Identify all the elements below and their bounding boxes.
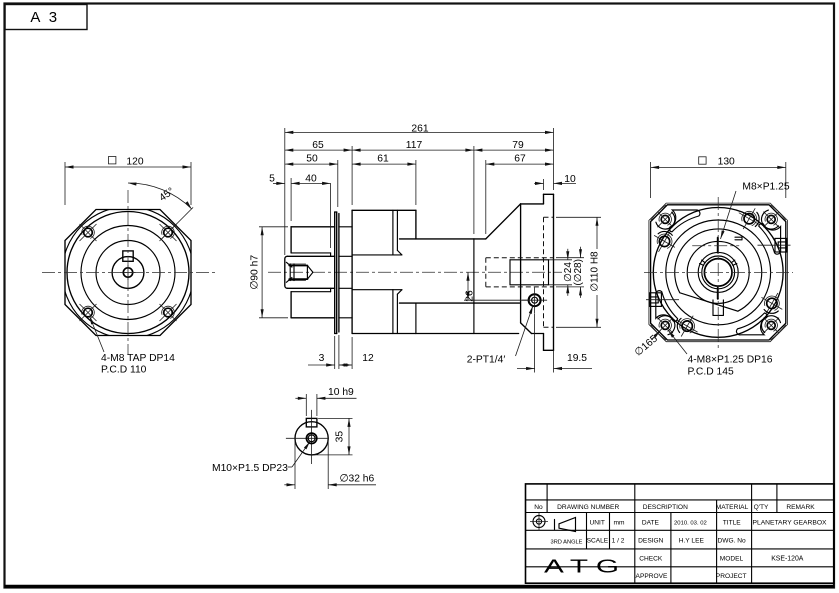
svg-text:120: 120 — [126, 156, 143, 167]
svg-text:KSE-120A: KSE-120A — [771, 555, 804, 562]
svg-text:3: 3 — [319, 353, 325, 364]
svg-text:DESIGN: DESIGN — [638, 537, 664, 544]
svg-text:No: No — [534, 504, 543, 511]
svg-text:65: 65 — [312, 140, 324, 151]
svg-text:19.5: 19.5 — [567, 353, 587, 364]
svg-text:H.Y LEE: H.Y LEE — [679, 537, 705, 544]
svg-text:117: 117 — [406, 140, 423, 151]
svg-text:1 / 2: 1 / 2 — [612, 537, 625, 544]
svg-text:DRAWING NUMBER: DRAWING NUMBER — [557, 504, 619, 511]
svg-text:261: 261 — [411, 123, 428, 134]
svg-text:APPROVE: APPROVE — [636, 573, 668, 580]
svg-text:A 3: A 3 — [30, 9, 59, 26]
svg-text:79: 79 — [512, 140, 524, 151]
svg-text:35: 35 — [335, 431, 346, 443]
svg-text:CHECK: CHECK — [639, 555, 663, 562]
svg-text:130: 130 — [718, 156, 735, 167]
svg-text:∅90 h7: ∅90 h7 — [250, 255, 261, 290]
svg-text:PROJECT: PROJECT — [716, 573, 747, 580]
svg-text:4-M8×P1.25 DP16: 4-M8×P1.25 DP16 — [688, 355, 773, 366]
svg-text:M10×P1.5 DP23: M10×P1.5 DP23 — [212, 463, 288, 474]
svg-text:50: 50 — [306, 154, 318, 165]
svg-text:DESCRIPTION: DESCRIPTION — [643, 504, 688, 511]
svg-text:M8×P1.25: M8×P1.25 — [742, 182, 789, 193]
svg-text:PLANETARY GEARBOX: PLANETARY GEARBOX — [753, 519, 827, 526]
svg-text:∅24: ∅24 — [563, 262, 574, 282]
svg-text:∅32 h6: ∅32 h6 — [340, 474, 375, 485]
svg-text:REMARK: REMARK — [786, 504, 815, 511]
svg-text:2010. 03. 02: 2010. 03. 02 — [674, 520, 707, 526]
svg-text:MODEL: MODEL — [720, 555, 744, 562]
svg-text:3RD ANGLE: 3RD ANGLE — [551, 540, 583, 546]
svg-text:mm: mm — [614, 519, 625, 526]
svg-text:40: 40 — [305, 173, 317, 184]
svg-text:MATERIAL: MATERIAL — [716, 504, 749, 511]
svg-text:P.C.D 110: P.C.D 110 — [101, 365, 147, 376]
svg-text:(∅28): (∅28) — [573, 259, 584, 286]
svg-text:A T G: A T G — [544, 556, 619, 577]
svg-text:∅110 H8: ∅110 H8 — [589, 251, 600, 292]
svg-text:DWG. No: DWG. No — [717, 537, 746, 544]
svg-text:2-PT1/4′: 2-PT1/4′ — [467, 355, 506, 366]
svg-text:4-M8 TAP DP14: 4-M8 TAP DP14 — [101, 353, 175, 364]
svg-text:67: 67 — [514, 154, 526, 165]
svg-text:Q'TY: Q'TY — [754, 504, 769, 511]
svg-text:10: 10 — [564, 174, 576, 185]
svg-text:26: 26 — [465, 290, 476, 302]
svg-text:TITLE: TITLE — [723, 519, 742, 526]
svg-text:SCALE: SCALE — [587, 537, 609, 544]
svg-text:DATE: DATE — [642, 519, 660, 526]
svg-text:10 h9: 10 h9 — [328, 387, 354, 398]
svg-text:P.C.D 145: P.C.D 145 — [688, 367, 734, 378]
svg-text:12: 12 — [362, 353, 374, 364]
svg-text:5: 5 — [269, 173, 275, 184]
svg-text:61: 61 — [377, 154, 389, 165]
svg-text:UNIT: UNIT — [590, 519, 605, 526]
